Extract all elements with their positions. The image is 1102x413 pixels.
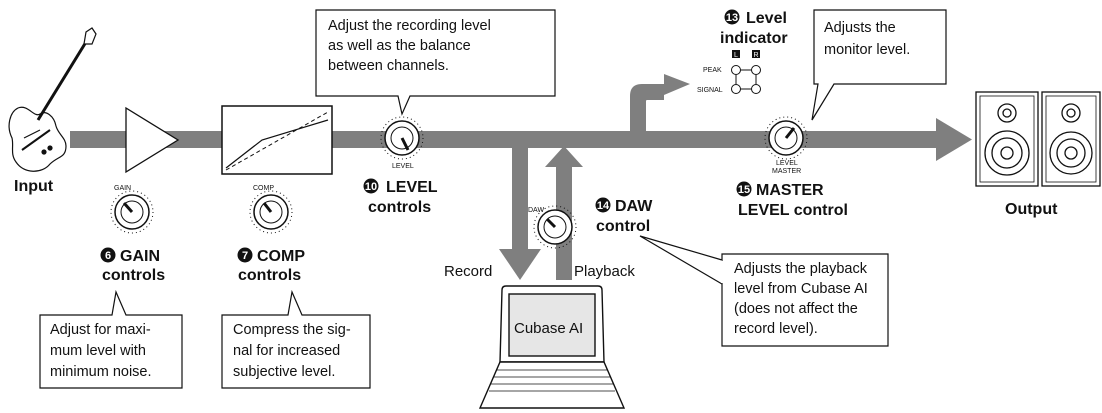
svg-text:15: 15 (738, 184, 750, 196)
level-subtitle: controls (368, 199, 431, 216)
laptop-screen-text: Cubase AI (514, 320, 583, 337)
comp-knob[interactable] (249, 190, 293, 234)
amplifier-triangle-icon (125, 106, 180, 174)
level-title: LEVEL (386, 179, 438, 196)
svg-text:L: L (734, 52, 738, 59)
gain-title: GAIN (120, 248, 160, 265)
level-number-badge: 10 (363, 178, 379, 194)
daw-callout: Adjusts the playback level from Cubase A… (639, 235, 889, 347)
svg-text:7: 7 (242, 250, 248, 262)
master-knob-label-2: MASTER (772, 168, 801, 175)
peak-label: PEAK (703, 67, 722, 74)
output-label: Output (1005, 201, 1058, 218)
svg-text:Compress the sig-: Compress the sig- (233, 322, 351, 338)
svg-text:subjective level.: subjective level. (233, 364, 335, 380)
input-label: Input (14, 178, 54, 195)
master-number-badge: 15 (736, 181, 752, 197)
comp-subtitle: controls (238, 267, 301, 284)
indicator-title: Level (746, 10, 787, 27)
gain-number-badge: 6 (100, 247, 116, 263)
daw-knob[interactable] (533, 205, 577, 249)
indicator-number-badge: 13 (724, 9, 740, 25)
gain-callout: Adjust for maxi- mum level with minimum … (39, 289, 183, 389)
svg-text:10: 10 (365, 181, 377, 193)
daw-number-badge: 14 (595, 197, 611, 213)
gain-subtitle: controls (102, 267, 165, 284)
indicator-subtitle: indicator (720, 30, 788, 47)
comp-title: COMP (257, 248, 305, 265)
svg-text:6: 6 (105, 250, 111, 262)
master-title: MASTER (756, 182, 824, 199)
svg-text:Adjust the recording level: Adjust the recording level (328, 18, 491, 34)
speaker-left-icon (975, 91, 1039, 187)
svg-text:Adjusts the: Adjusts the (824, 20, 896, 36)
level-callout: Adjust the recording level as well as th… (315, 9, 556, 116)
daw-knob-label: DAW (528, 207, 544, 214)
master-subtitle: LEVEL control (738, 202, 848, 219)
svg-text:minimum noise.: minimum noise. (50, 364, 152, 380)
signal-path (70, 74, 972, 280)
svg-text:14: 14 (597, 200, 610, 212)
daw-title: DAW (615, 198, 653, 215)
guitar-icon (8, 27, 97, 172)
laptop-icon (478, 285, 626, 409)
master-knob-label-1: LEVEL (776, 160, 798, 167)
comp-knob-label: COMP (253, 185, 274, 192)
svg-text:mum level with: mum level with (50, 343, 146, 359)
playback-label: Playback (574, 263, 635, 280)
level-knob-label: LEVEL (392, 163, 414, 170)
l-channel-marker: L (732, 50, 740, 59)
comp-number-badge: 7 (237, 247, 253, 263)
svg-text:as well as the balance: as well as the balance (328, 38, 471, 54)
svg-text:level from Cubase AI: level from Cubase AI (734, 281, 868, 297)
record-label: Record (444, 263, 492, 280)
svg-text:(does not affect the: (does not affect the (734, 301, 858, 317)
svg-text:nal for increased: nal for increased (233, 343, 340, 359)
svg-text:monitor level.: monitor level. (824, 42, 910, 58)
speaker-right-icon (1041, 91, 1101, 187)
gain-knob[interactable] (110, 190, 154, 234)
compressor-graph-icon (221, 105, 333, 175)
indicator-leds (731, 65, 761, 94)
svg-text:Adjust for maxi-: Adjust for maxi- (50, 322, 151, 338)
svg-text:Adjusts the playback: Adjusts the playback (734, 261, 868, 277)
comp-callout: Compress the sig- nal for increased subj… (221, 289, 371, 389)
svg-text:record level).: record level). (734, 321, 818, 337)
signal-label: SIGNAL (697, 87, 723, 94)
svg-text:13: 13 (726, 12, 738, 24)
svg-text:between channels.: between channels. (328, 58, 449, 74)
master-level-knob[interactable] (764, 116, 808, 160)
r-channel-marker: R (752, 50, 760, 59)
svg-text:R: R (753, 52, 758, 59)
master-callout: Adjusts the monitor level. (811, 9, 947, 121)
level-knob[interactable] (380, 116, 424, 160)
gain-knob-label: GAIN (114, 185, 131, 192)
daw-subtitle: control (596, 218, 650, 235)
